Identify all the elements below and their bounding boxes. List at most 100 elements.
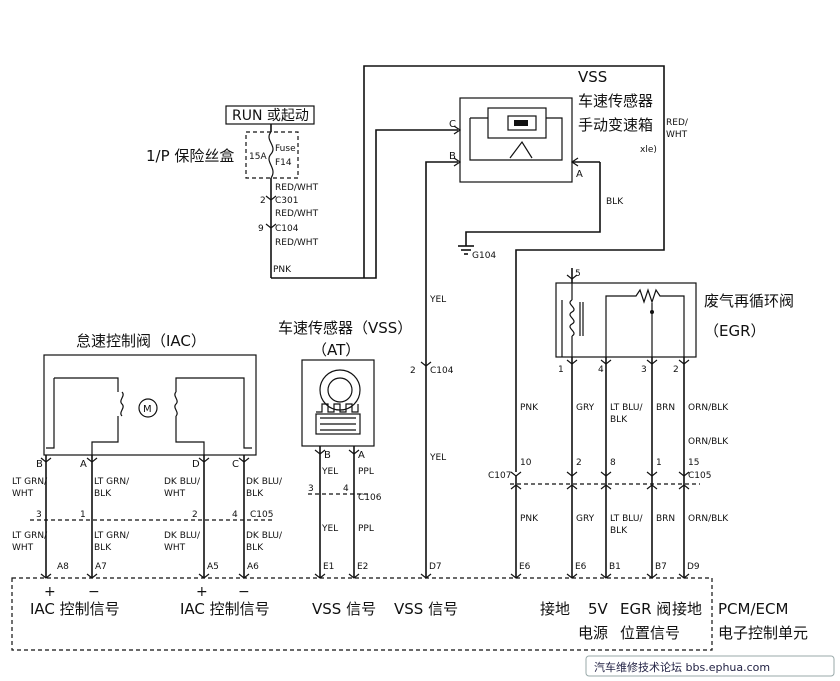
wire-label: YEL [429,453,446,463]
pcm-pin: D9 [687,562,700,572]
pin-number: 2 [410,366,416,376]
vss-mt-title3: 手动变速箱 [578,116,653,134]
wire-label: LT GRN/ [94,477,130,487]
pin-number: 3 [36,510,42,520]
pcm-label2: 电子控制单元 [718,624,808,642]
wire-label: LT GRN/ [12,531,48,541]
pin-number: 3 [308,484,314,494]
egr-valve: 5 [555,268,697,358]
wire-label: BLK [606,197,624,207]
pin-number: 3 [641,365,647,375]
vss-mt-sensor: C B A [449,97,600,183]
wire-label: LT GRN/ [12,477,48,487]
iac-pin-b: B [36,459,43,470]
connector-c301: C301 [275,196,298,206]
wire-label: YEL [321,467,338,477]
pcm-pin: A8 [57,562,69,572]
vss-at-title1: 车速传感器（VSS） [278,319,412,337]
fuse-box-label: 1/P 保险丝盒 [146,147,234,165]
wire-label: BLK [246,543,264,553]
watermark: 汽车维修技术论坛 bbs.ephua.com [585,655,835,677]
vss-at-pin-b: B [324,450,331,461]
iac-pin-a: A [80,459,87,470]
signal-gnd1: 接地 [540,600,570,618]
vss-at-title2: （AT） [312,341,360,359]
wire-label: WHT [12,543,34,553]
pin-b: B [449,151,456,162]
iac-pin-d: D [192,459,200,470]
signal-minus: − [88,584,100,600]
egr-title2: （EGR） [704,322,766,340]
pin-number: 9 [258,224,264,234]
wire-label: LT GRN/ [94,531,130,541]
fuse-box: 15A Fuse F14 [245,131,299,179]
wire-label: RED/WHT [275,183,319,193]
pin-number: 2 [192,510,198,520]
pcm-pin: A5 [207,562,219,572]
pcm-pin: A7 [95,562,107,572]
fuse-amp: 15A [249,152,267,162]
wire-label: WHT [666,130,688,140]
wire-label: PPL [358,467,374,477]
pin-number: 8 [610,458,616,468]
pin-number: 5 [575,269,581,279]
wire-label: PNK [273,265,292,275]
motor-symbol: M [143,404,152,415]
wire-label: DK BLU/ [164,477,201,487]
egr-title1: 废气再循环阀 [704,292,794,310]
signal-vss2: VSS 信号 [394,600,458,618]
signal-plus: + [196,584,208,600]
connector-c104: C104 [275,224,299,234]
watermark-text: 汽车维修技术论坛 bbs.ephua.com [594,660,770,674]
wire-label: RED/WHT [275,209,319,219]
pcm-pin: E1 [323,562,334,572]
signal-plus: + [44,584,56,600]
wire-label: WHT [164,489,186,499]
connector-c104b: C104 [430,366,454,376]
signal-iac2: IAC 控制信号 [180,600,270,618]
pcm-pin: E6 [519,562,531,572]
pin-number: 1 [80,510,86,520]
pin-c: C [449,119,456,130]
run-label-box: RUN 或起动 [225,105,315,125]
wire-label: BRN [656,514,675,524]
pcm-box [11,573,713,651]
connector-c105: C105 [250,510,273,520]
iac-title: 怠速控制阀（IAC） [76,332,206,350]
fuse-name2: F14 [275,158,292,168]
connector-g104: G104 [472,251,496,261]
wire-label: ORN/BLK [688,514,729,524]
wire-label: BLK [610,415,628,425]
wire-label: WHT [164,543,186,553]
signal-vss1: VSS 信号 [312,600,376,618]
pin-number: 1 [558,365,564,375]
iac-valve: M [43,354,257,456]
wire-label: BLK [94,543,112,553]
pin-number: 4 [343,484,349,494]
connector-c106: C106 [358,493,382,503]
wire-label: ORN/BLK [688,403,729,413]
vss-mt-note: xle) [640,145,657,155]
pcm-pin: D7 [429,562,442,572]
pin-number: 1 [656,458,662,468]
pin-number: 2 [260,196,266,206]
pin-number: 2 [576,458,582,468]
wire-label: ORN/BLK [688,437,729,447]
wire-label: YEL [429,295,446,305]
wire-label: LT BLU/ [610,514,643,524]
wire-label: DK BLU/ [246,477,283,487]
vss-mt-title2: 车速传感器 [578,92,653,110]
signal-pos: 位置信号 [620,624,680,642]
pcm-pin: E6 [575,562,587,572]
signal-egr: EGR 阀 [620,600,671,618]
wire-label: PPL [358,524,374,534]
pcm-pin: B7 [655,562,667,572]
wire-label: LT BLU/ [610,403,643,413]
wire-label: BLK [246,489,264,499]
wire-label: GRY [576,514,595,524]
pin-number: 15 [688,458,699,468]
signal-iac1: IAC 控制信号 [30,600,120,618]
vss-mt-title1: VSS [578,68,607,86]
